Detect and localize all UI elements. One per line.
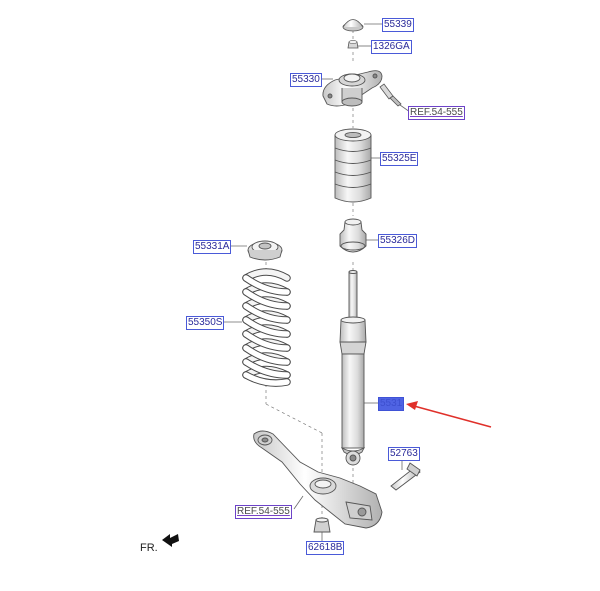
callout-5531-highlighted[interactable]: 5531 bbox=[378, 397, 405, 411]
arm-nut-part bbox=[313, 517, 331, 533]
mount-bolt-part bbox=[379, 83, 402, 107]
reference-link-bottom[interactable]: REF.54-555 bbox=[235, 505, 292, 519]
callout-55339[interactable]: 55339 bbox=[382, 18, 414, 32]
callout-55326d[interactable]: 55326D bbox=[378, 234, 418, 248]
red-pointer-arrow-icon bbox=[406, 401, 492, 428]
coil-spring-part bbox=[242, 268, 291, 387]
callout-62618b[interactable]: 62618B bbox=[306, 541, 345, 555]
callout-55350s[interactable]: 55350S bbox=[186, 316, 225, 330]
alignment-lines bbox=[265, 30, 354, 519]
callout-55331a[interactable]: 55331A bbox=[193, 240, 232, 254]
front-direction-label: FR. bbox=[140, 542, 158, 554]
callout-55325e[interactable]: 55325E bbox=[380, 152, 419, 166]
spring-seat-part bbox=[247, 240, 283, 261]
callout-1326ga[interactable]: 1326GA bbox=[371, 40, 412, 54]
callout-52763[interactable]: 52763 bbox=[388, 447, 420, 461]
nut-part bbox=[347, 40, 359, 49]
reference-link-top[interactable]: REF.54-555 bbox=[408, 106, 465, 120]
top-mount-part bbox=[322, 70, 383, 107]
callout-55330[interactable]: 55330 bbox=[290, 73, 322, 87]
bump-stop-part bbox=[339, 218, 367, 253]
front-arrow-icon bbox=[162, 534, 179, 547]
lower-bolt-part bbox=[390, 462, 421, 491]
dust-boot-part bbox=[334, 128, 372, 203]
lower-control-arm-part bbox=[253, 430, 383, 529]
top-cap-part bbox=[342, 19, 364, 32]
shock-absorber-part bbox=[339, 270, 367, 466]
